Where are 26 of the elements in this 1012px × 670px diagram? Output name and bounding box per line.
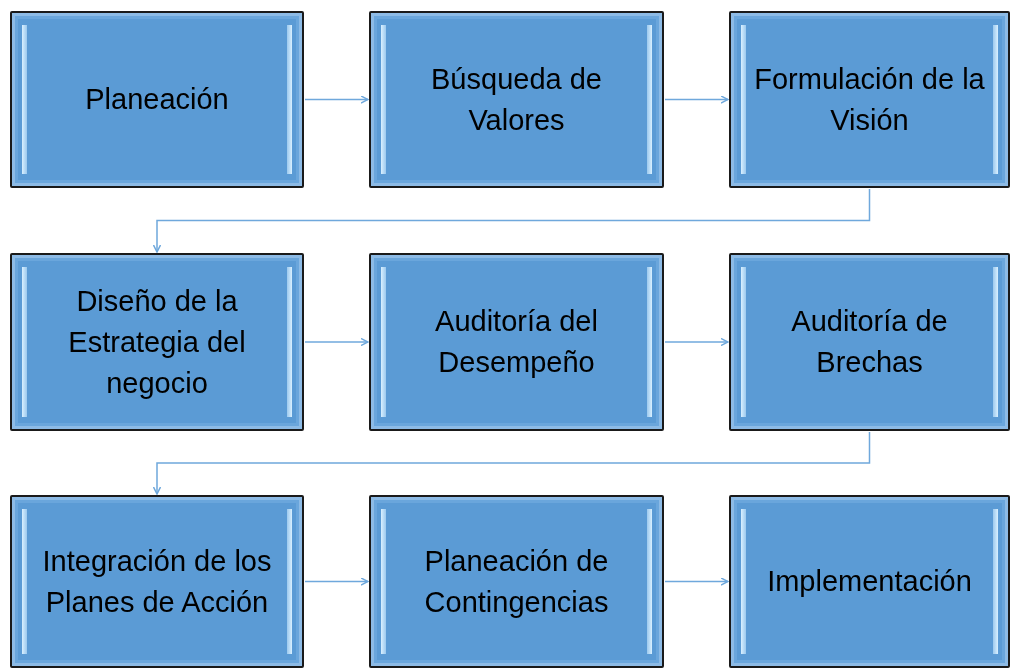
arrow: [152, 431, 871, 495]
box-label: Formulación de la Visión: [753, 61, 986, 138]
process-box: [369, 253, 664, 431]
process-box: [729, 11, 1010, 188]
arrow: [664, 577, 729, 586]
arrow: [152, 188, 871, 253]
arrow: [304, 577, 369, 586]
process-box: [369, 11, 664, 188]
process-box: [729, 495, 1010, 668]
box-label: Auditoría de Brechas: [790, 304, 949, 380]
process-box: [10, 495, 304, 668]
box-label: Planeación: [84, 82, 230, 117]
arrow: [304, 337, 369, 347]
box-label: Implementación: [766, 564, 973, 599]
process-box: [10, 11, 304, 188]
arrow: [304, 95, 369, 104]
arrow: [664, 337, 729, 347]
process-box: [10, 253, 304, 431]
box-label: Planeación de Contingencias: [423, 543, 610, 620]
box-label: Integración de los Planes de Acción: [41, 543, 273, 620]
box-label: Auditoría del Desempeño: [434, 304, 599, 380]
box-label: Diseño de la Estrategia del negocio: [67, 283, 247, 401]
arrow: [664, 95, 729, 104]
process-box: [369, 495, 664, 668]
process-box: [729, 253, 1010, 431]
box-label: Búsqueda de Valores: [430, 61, 603, 138]
